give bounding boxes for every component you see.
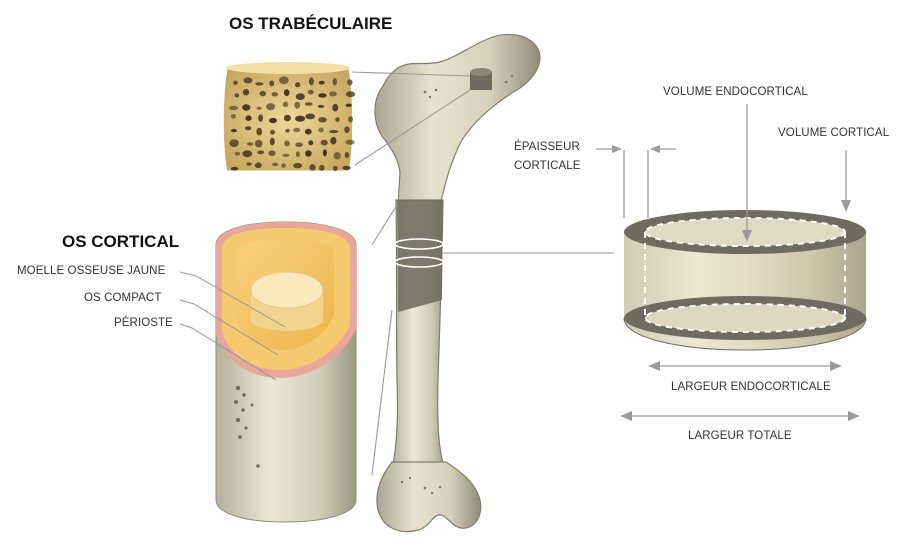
trabecular-pore xyxy=(279,76,289,84)
trabecular-pore xyxy=(346,91,355,97)
cortical-thickness-label-line1: ÉPAISSEUR xyxy=(514,141,580,153)
trabecular-pore xyxy=(332,104,338,112)
endocortical-volume-label: VOLUME ENDOCORTICAL xyxy=(663,86,808,98)
trabecular-pore xyxy=(242,104,250,110)
trabecular-pore xyxy=(270,130,275,135)
trabecular-pore xyxy=(229,139,238,147)
marrow-label: MOELLE OSSEUSE JAUNE xyxy=(17,265,165,277)
trabecular-pore xyxy=(231,129,237,132)
trabecular-pore xyxy=(283,102,289,107)
trabecular-pore xyxy=(308,140,313,145)
trabecular-pore xyxy=(247,142,253,145)
trabecular-pore xyxy=(345,152,349,158)
trabecular-pore xyxy=(329,91,337,96)
trabecular-pore xyxy=(245,126,251,130)
trabecular-pore xyxy=(293,163,302,168)
trabecular-pore xyxy=(323,149,327,156)
trabecular-pore xyxy=(269,81,274,87)
trabecular-pore xyxy=(318,117,327,123)
trabecular-pore xyxy=(257,107,262,110)
trabecular-pore xyxy=(293,128,300,133)
trabecular-pore xyxy=(347,79,352,85)
trabecular-pore xyxy=(256,128,262,136)
trabecular-pore xyxy=(308,90,314,95)
trabecular-pore xyxy=(333,166,338,171)
femur-bone xyxy=(375,34,540,531)
trabecular-pore xyxy=(233,81,238,85)
trabecular-pore xyxy=(305,129,312,135)
trabecular-pore xyxy=(242,150,252,157)
trabecular-pore xyxy=(294,102,300,109)
trabecular-pore xyxy=(321,140,328,146)
trabecular-pore xyxy=(255,82,263,85)
trabecular-pore xyxy=(272,163,278,166)
trabecular-pore xyxy=(281,163,286,168)
trabecular-pore xyxy=(229,106,238,110)
trabecular-sample xyxy=(222,62,355,172)
trabecular-pore xyxy=(318,128,323,133)
trabecular-pore xyxy=(346,140,355,145)
trabecular-pore xyxy=(245,115,251,121)
trabecular-pore xyxy=(334,152,341,160)
trabecular-pore xyxy=(260,91,267,96)
trabecular-pore xyxy=(243,77,252,83)
trabecular-pore xyxy=(231,114,236,119)
trabecular-pore xyxy=(346,104,352,107)
trabecular-pore xyxy=(305,150,312,156)
trabecular-pore xyxy=(329,130,338,133)
trabecular-pore xyxy=(269,118,277,123)
trabecular-pore xyxy=(255,140,263,148)
cortical-section xyxy=(216,222,356,522)
trabecular-pore xyxy=(305,102,313,105)
trabecular-pore xyxy=(284,141,290,147)
trabecular-pore xyxy=(319,165,325,171)
trabecular-pore xyxy=(257,150,264,154)
trabecular-pore xyxy=(258,114,263,121)
endocortical-width-label: LARGEUR ENDOCORTICALE xyxy=(671,381,831,393)
trabecular-pore xyxy=(343,166,351,170)
trabecular-pore xyxy=(309,164,315,171)
trabecular-pore xyxy=(309,77,314,85)
total-width-label: LARGEUR TOTALE xyxy=(688,430,792,442)
trabecular-pore xyxy=(268,150,275,156)
trabecular-pore xyxy=(295,143,303,148)
trabecular-pore xyxy=(271,92,278,96)
trabecular-pore xyxy=(344,126,349,133)
trabecular-pore xyxy=(296,93,305,100)
cortical-volume-label: VOLUME CORTICAL xyxy=(778,127,889,139)
trabecular-pore xyxy=(235,152,240,156)
trabecular-pore xyxy=(284,115,291,122)
trabecular-pore xyxy=(270,138,275,146)
compact-bone-label: OS COMPACT xyxy=(84,292,161,304)
trabecular-pore xyxy=(348,116,353,122)
trabecular-pore xyxy=(295,82,300,87)
trabecular-heading: OS TRABÉCULAIRE xyxy=(229,14,392,34)
periosteum-label: PÉRIOSTE xyxy=(114,317,173,329)
trabecular-pore xyxy=(284,89,290,96)
cortical-thickness-label-line2: CORTICALE xyxy=(514,160,581,172)
trabecular-pore xyxy=(246,162,251,166)
trabecular-pore xyxy=(318,105,324,108)
trabecular-pore xyxy=(319,81,325,85)
trabecular-pore xyxy=(333,78,337,86)
trabecular-pore xyxy=(234,93,239,97)
trabecular-pore xyxy=(305,114,315,120)
trabecular-pore xyxy=(282,154,289,157)
cortical-heading: OS CORTICAL xyxy=(62,232,179,252)
trabecular-pore xyxy=(330,137,336,145)
trabecular-pore xyxy=(285,129,290,133)
trabecular-pore xyxy=(296,151,300,157)
trabecular-pore xyxy=(295,116,305,122)
trabecular-pore xyxy=(243,89,249,95)
trabecular-pore xyxy=(255,163,262,169)
trabecular-pore xyxy=(231,167,239,171)
trabecular-pore xyxy=(318,93,326,97)
trabecular-pore xyxy=(266,103,275,110)
trabecular-pore xyxy=(335,117,339,122)
